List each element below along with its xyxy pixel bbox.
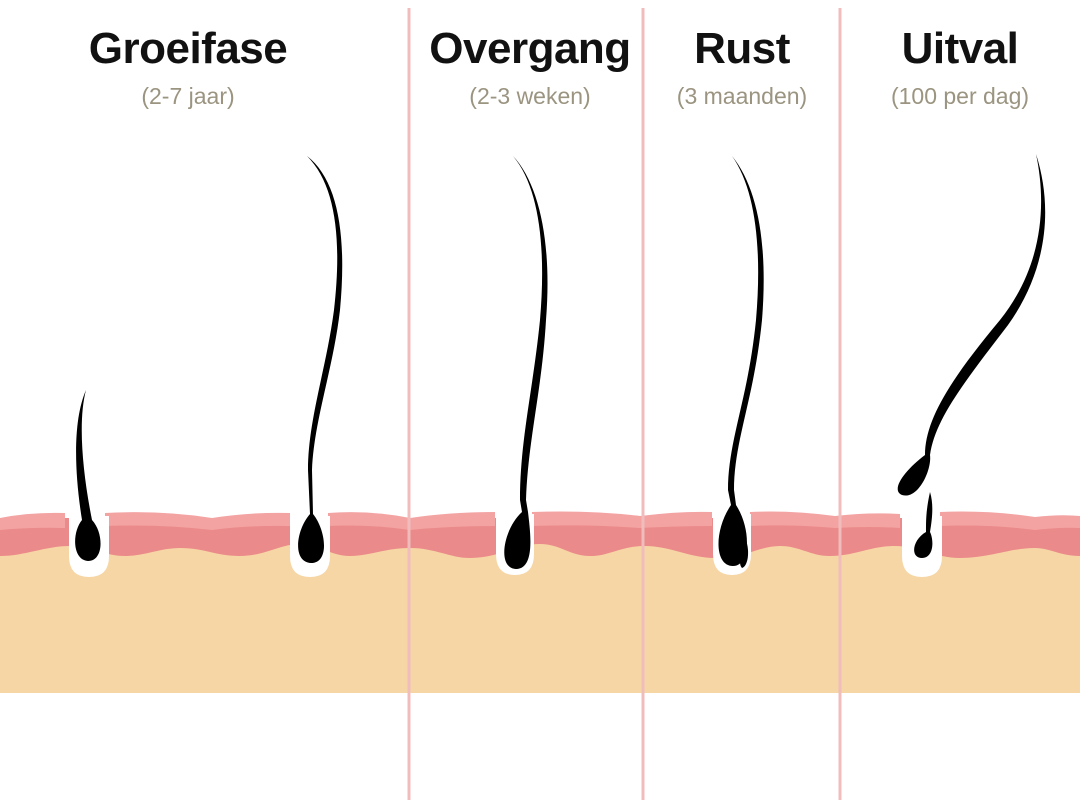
hair-shedding-new (914, 492, 933, 558)
hair-growing-short (75, 390, 101, 561)
hairs (75, 154, 1046, 569)
epidermis-layer (0, 518, 1080, 558)
hair-growing-long (298, 156, 343, 563)
hair-shedding (897, 154, 1046, 496)
hair-transition (504, 156, 548, 569)
hair-resting (718, 156, 764, 566)
hair-resting-new-bulb (739, 540, 749, 568)
skin-layer (0, 540, 1080, 693)
phase-dividers (407, 8, 842, 800)
epidermis-top-strips (0, 511, 1080, 530)
